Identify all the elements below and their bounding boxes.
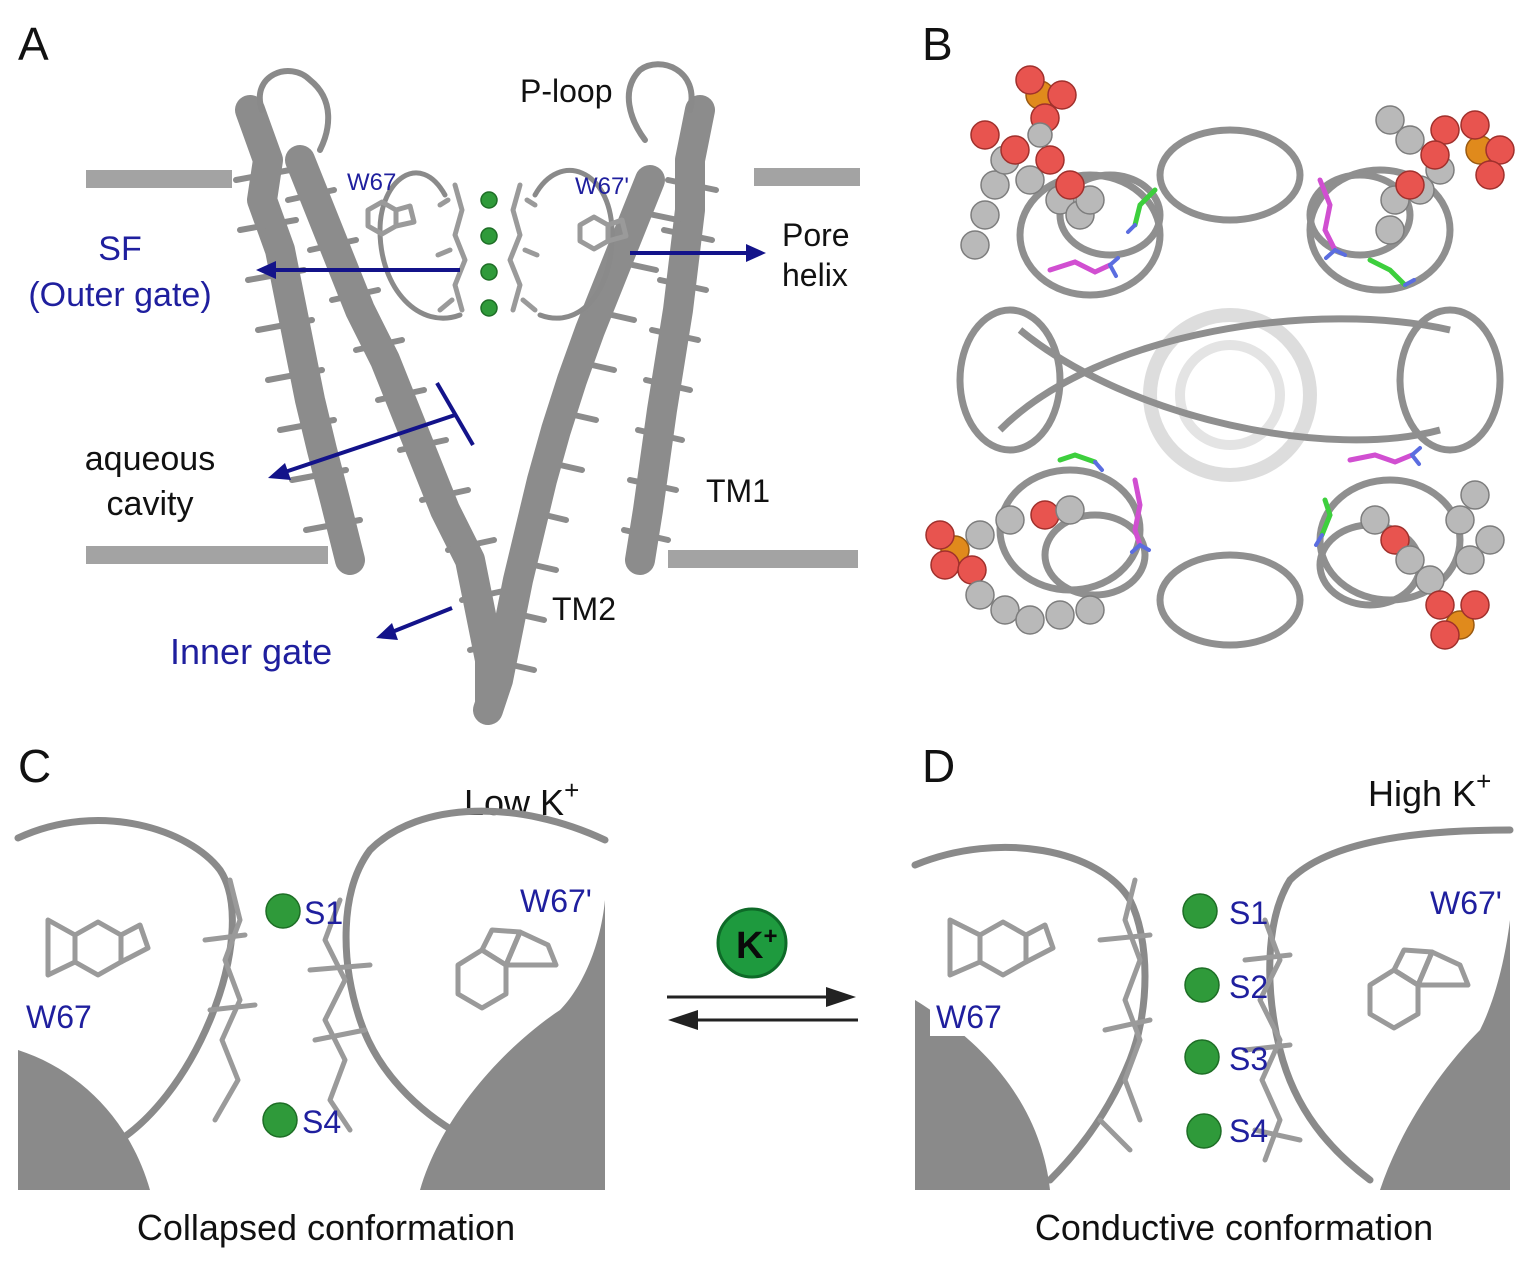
arrow-aqueous-cavity [268,381,475,480]
d-ion-s2 [1184,967,1220,1003]
d-w67-left-sidechain [947,917,1056,978]
lipid-bottom-left [925,495,1105,635]
panel-d: D High K+ S1 S2 S3 S4 W67 W67' Condu [911,740,1514,1248]
k-ion-a-4 [480,299,498,317]
membrane-bottom-left [86,546,328,564]
d-loop-left [911,844,1149,1184]
c-loop-right [342,807,609,1144]
label-outer-gate: (Outer gate) [28,276,211,314]
c-ion-s1 [265,893,301,929]
condition-high-k: High K+ [1368,766,1491,814]
helix-bundle-right [473,95,719,725]
label-pore: Pore [782,217,850,253]
d-w67-right-sidechain [1367,947,1471,1031]
panel-letter-c: C [18,740,51,792]
membrane-top-left [86,170,232,188]
arrow-pore-helix [630,244,766,262]
label-tm1: TM1 [706,473,770,509]
membrane-bottom-right [668,550,858,568]
w67-sidechain-right [577,214,629,252]
sf-residues-left [435,182,468,313]
label-inner-gate: Inner gate [170,631,332,672]
c-filter-left [202,877,258,1123]
k-ion-badge-sup: + [763,923,777,950]
c-label-s1: S1 [304,895,343,931]
p-loop-right [625,61,695,143]
c-filter-right [307,897,373,1133]
lipid-bottom-right [1360,480,1505,650]
residue-nitrogens [1093,223,1422,554]
panel-letter-b: B [922,18,953,70]
panel-b: B [922,18,1515,650]
condition-high-k-sup: + [1476,766,1491,796]
label-p-loop: P-loop [520,73,613,109]
label-sf: SF [98,230,141,268]
equilibrium: K+ [667,907,858,1030]
helix-bundle-left [233,95,517,715]
c-label-s4: S4 [302,1104,341,1140]
c-caption: Collapsed conformation [137,1207,515,1248]
sf-residues-right [507,182,540,313]
d-filter-left [1097,877,1153,1153]
c-label-w67-prime: W67' [520,883,592,919]
d-label-s1: S1 [1229,895,1268,931]
label-aqueous: aqueous [85,440,215,478]
label-w67-prime-a: W67' [575,173,629,200]
label-w67-a: W67 [347,169,396,196]
residues-magenta [1047,177,1415,548]
p-loop-left [256,68,332,153]
label-helix: helix [782,257,848,293]
d-label-s4: S4 [1229,1113,1268,1149]
k-ion-badge-text: K [736,925,764,967]
d-label-s3: S3 [1229,1041,1268,1077]
condition-low-k-sup: + [564,775,579,805]
c-label-w67: W67 [26,999,92,1035]
panel-letter-d: D [922,740,955,792]
panel-c: C Low K+ S1 S4 W67 W67' Collapsed [14,740,609,1248]
condition-high-k-text: High K [1368,773,1476,814]
d-ribbon-left [915,1000,1050,1190]
lipid-top-left [960,65,1105,260]
reverse-arrow-head [668,1010,698,1030]
label-tm2: TM2 [552,591,616,627]
d-label-s2: S2 [1229,969,1268,1005]
w67-sidechain-left [365,199,417,237]
sf-loop-right [532,168,615,321]
tetramer-ribbon [956,126,1504,649]
c-w67-right-sidechain [455,927,559,1011]
k-ion-a-1 [480,191,498,209]
k-ion-a-3 [480,263,498,281]
arrow-sf [256,261,460,279]
membrane-top-right [754,168,860,186]
d-ion-s4 [1186,1113,1222,1149]
d-caption: Conductive conformation [1035,1207,1433,1248]
d-ribbon-right [1380,920,1510,1190]
residues-green [1057,187,1408,538]
panel-a: A [18,18,860,725]
c-ribbon-right [420,900,605,1190]
d-w67-label-bg [930,1000,1018,1036]
c-w67-left-sidechain [45,917,151,978]
panel-letter-a: A [18,18,49,70]
arrow-inner-gate [376,606,453,640]
c-ion-s4 [262,1102,298,1138]
d-label-w67: W67 [936,999,1002,1035]
k-ion-badge-label: K+ [736,923,777,967]
c-w67-label-bg [20,1000,108,1036]
forward-arrow-head [826,987,856,1007]
lipid-top-right [1375,105,1515,245]
d-ion-s1 [1182,893,1218,929]
c-ribbon-left [18,1050,150,1190]
c-loop-left [14,817,236,1144]
k-ion-a-2 [480,227,498,245]
d-ion-s3 [1184,1039,1220,1075]
d-label-w67-prime: W67' [1430,885,1502,921]
d-filter-right [1242,917,1303,1163]
k-ion-badge [716,907,788,979]
label-cavity: cavity [107,485,194,523]
